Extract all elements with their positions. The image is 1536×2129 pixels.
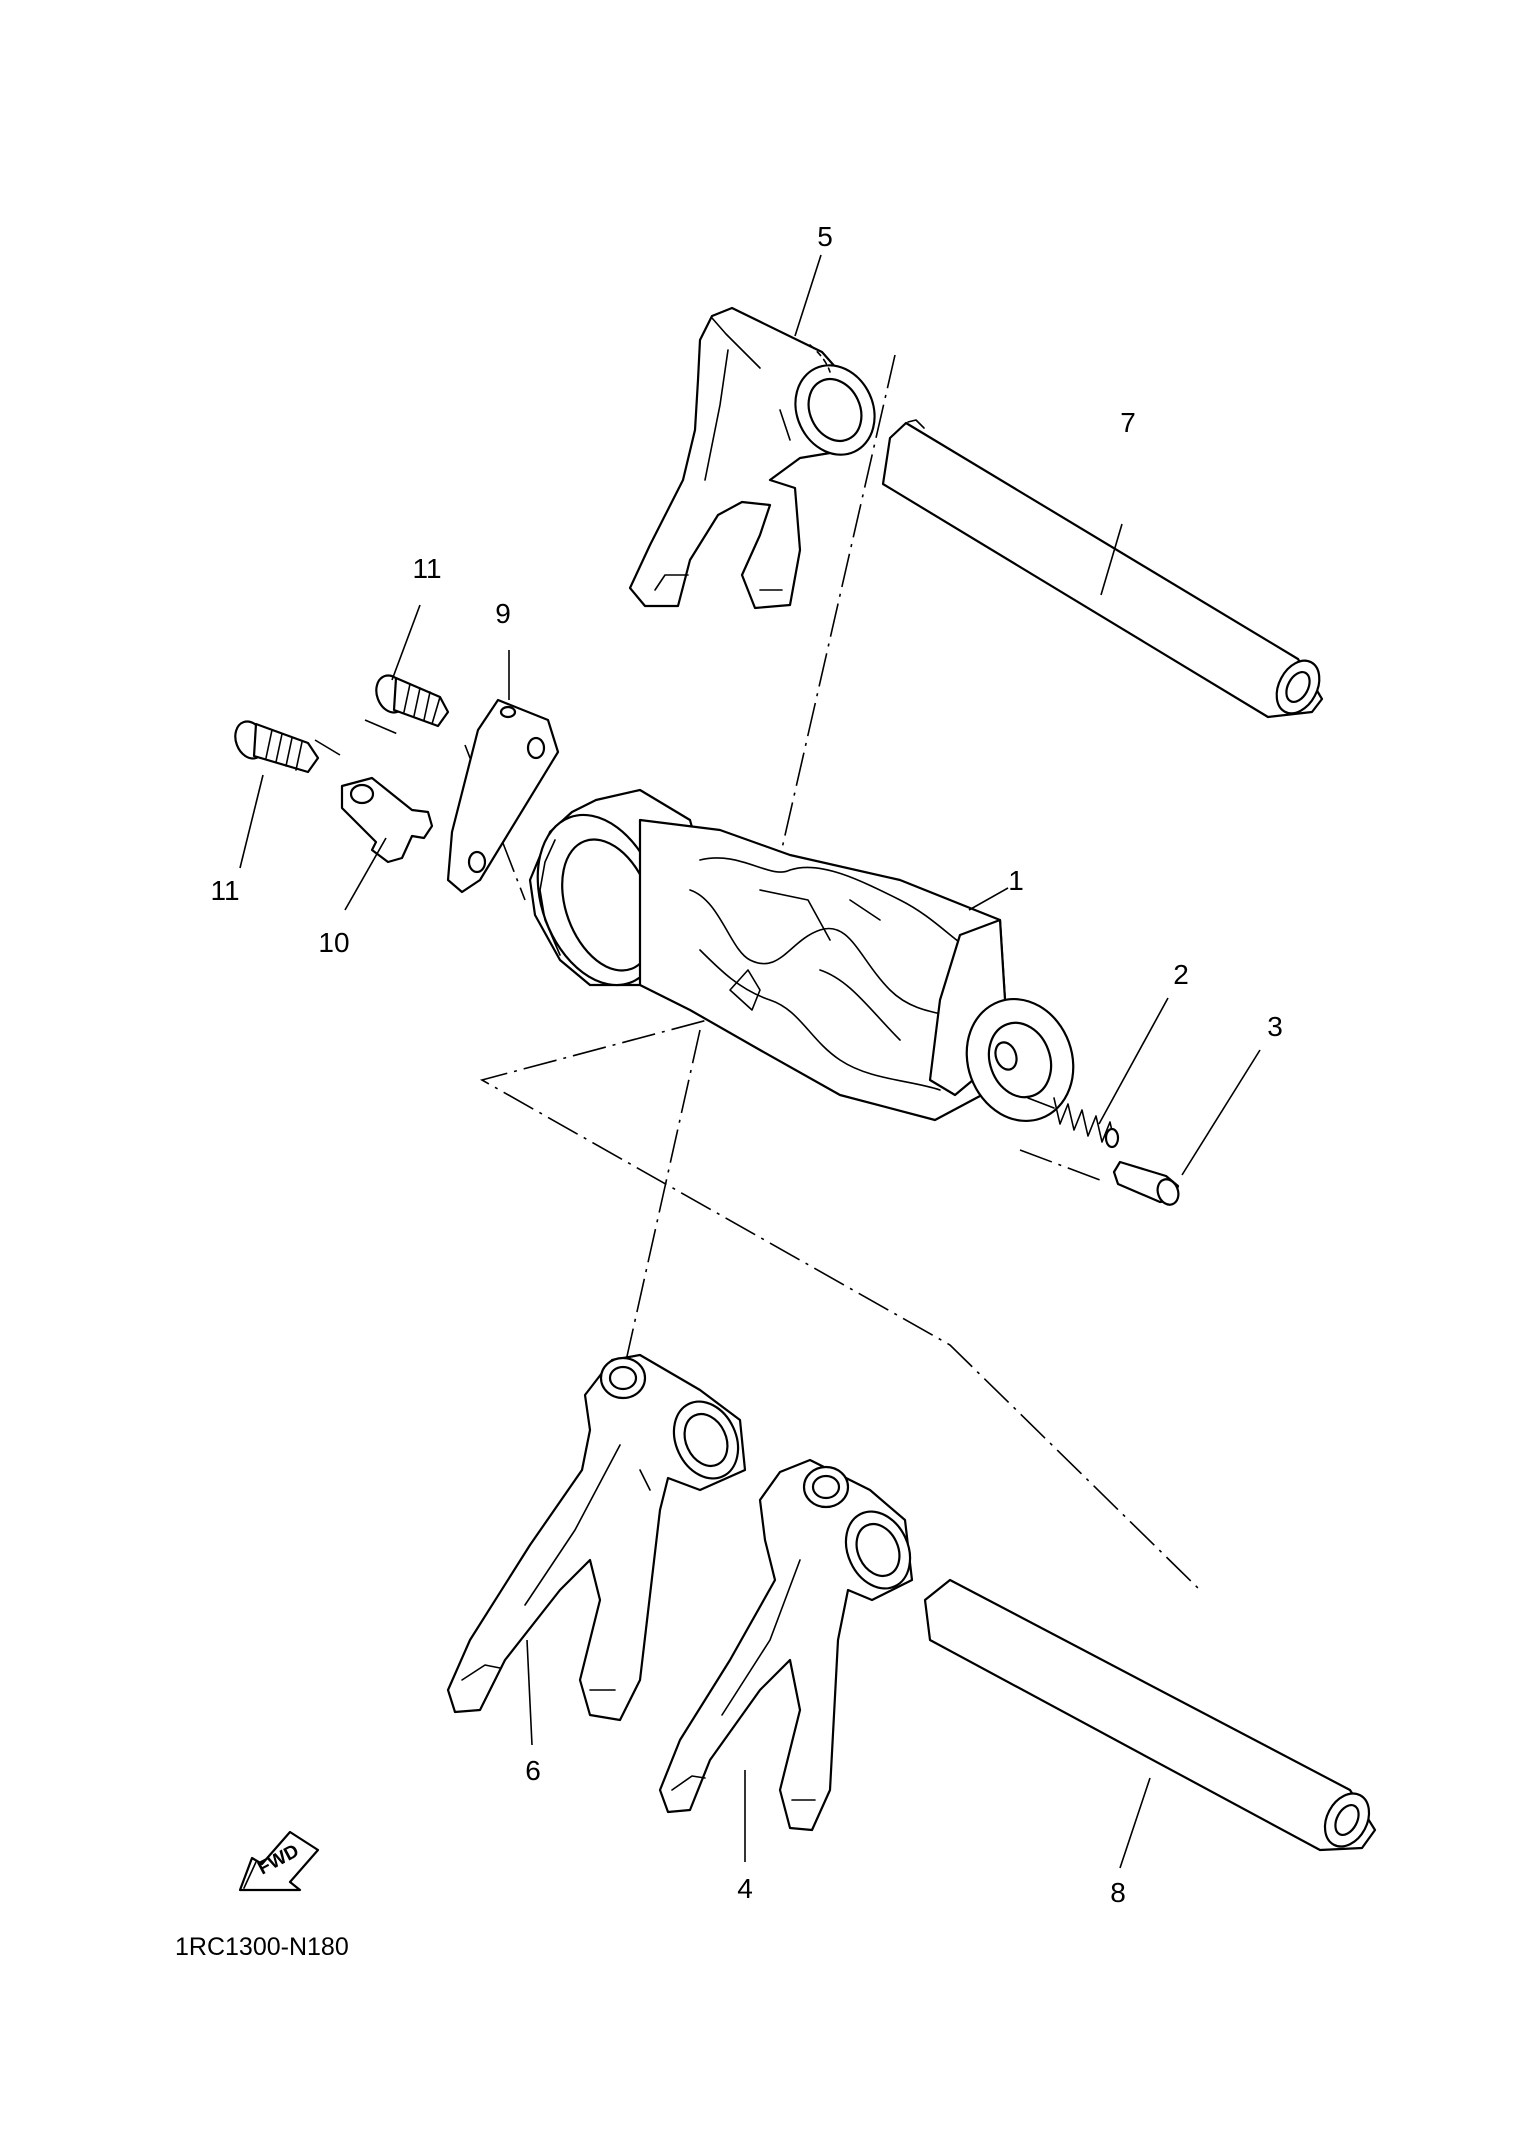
callout-5: 5 xyxy=(817,221,833,252)
part-1-shift-drum xyxy=(528,788,1075,1123)
leader-lines xyxy=(239,254,1261,1869)
fwd-arrow-icon: FWD xyxy=(238,1830,320,1892)
part-5-shift-fork xyxy=(628,306,876,610)
diagram-code: 1RC1300-N180 xyxy=(175,1933,349,1961)
callout-8: 8 xyxy=(1110,1877,1126,1908)
callout-9: 9 xyxy=(495,598,511,629)
callout-10: 10 xyxy=(318,927,349,958)
part-9-plate xyxy=(446,698,560,894)
part-2-spring xyxy=(1027,1097,1120,1149)
part-8-guide-bar xyxy=(923,1578,1377,1852)
part-3-pin xyxy=(1112,1160,1180,1206)
callout-4: 4 xyxy=(737,1873,753,1904)
callout-numbers: 1 2 3 4 5 6 7 8 9 10 11 11 xyxy=(210,221,1282,1908)
callout-2: 2 xyxy=(1173,959,1189,990)
part-7-guide-bar xyxy=(881,419,1324,719)
part-11-screw-upper xyxy=(375,674,450,728)
callout-7: 7 xyxy=(1120,407,1136,438)
part-11-screw-lower xyxy=(234,720,320,774)
callout-3: 3 xyxy=(1267,1011,1283,1042)
callout-1: 1 xyxy=(1008,865,1024,896)
callout-6: 6 xyxy=(525,1755,541,1786)
callout-11-upper: 11 xyxy=(412,553,441,584)
part-6-shift-fork xyxy=(446,1353,747,1722)
part-10-segment xyxy=(340,776,434,864)
callout-11-lower: 11 xyxy=(210,875,239,906)
part-4-shift-fork xyxy=(658,1458,914,1832)
